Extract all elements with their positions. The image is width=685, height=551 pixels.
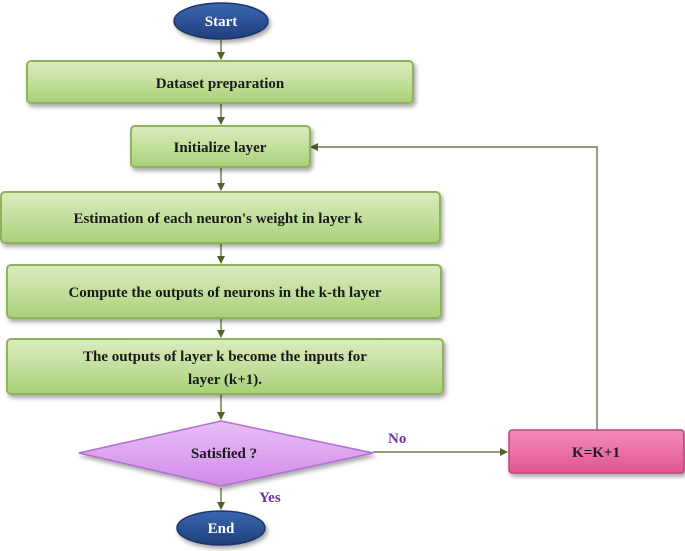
- step-outputs-become-inputs: The outputs of layer k become the inputs…: [6, 338, 444, 395]
- branch-label-yes: Yes: [259, 490, 281, 506]
- step-initialize-layer-label: Initialize layer: [174, 140, 267, 156]
- arrow-increment-to-init: [310, 143, 598, 429]
- decision-satisfied-label: Satisfied ?: [191, 446, 257, 462]
- connectors: [217, 40, 598, 510]
- step-estimation: Estimation of each neuron's weight in la…: [0, 191, 441, 244]
- decision-satisfied: Satisfied ?: [78, 420, 374, 487]
- step-compute-outputs-label: Compute the outputs of neurons in the k-…: [68, 285, 381, 301]
- step-dataset-preparation: Dataset preparation: [26, 60, 414, 104]
- end-label: End: [208, 521, 235, 537]
- step-outputs-line2: layer (k+1).: [188, 372, 262, 388]
- branch-label-no: No: [388, 431, 406, 447]
- step-compute-outputs: Compute the outputs of neurons in the k-…: [6, 264, 442, 319]
- step-outputs-line1: The outputs of layer k become the inputs…: [83, 349, 367, 365]
- step-increment-k: K=K+1: [508, 429, 685, 474]
- step-initialize-layer: Initialize layer: [130, 125, 311, 168]
- start-node: Start: [173, 2, 269, 40]
- start-label: Start: [205, 14, 238, 30]
- end-node: End: [176, 510, 266, 546]
- step-dataset-preparation-label: Dataset preparation: [156, 76, 285, 92]
- step-increment-k-label: K=K+1: [572, 445, 620, 461]
- step-estimation-label: Estimation of each neuron's weight in la…: [73, 211, 363, 227]
